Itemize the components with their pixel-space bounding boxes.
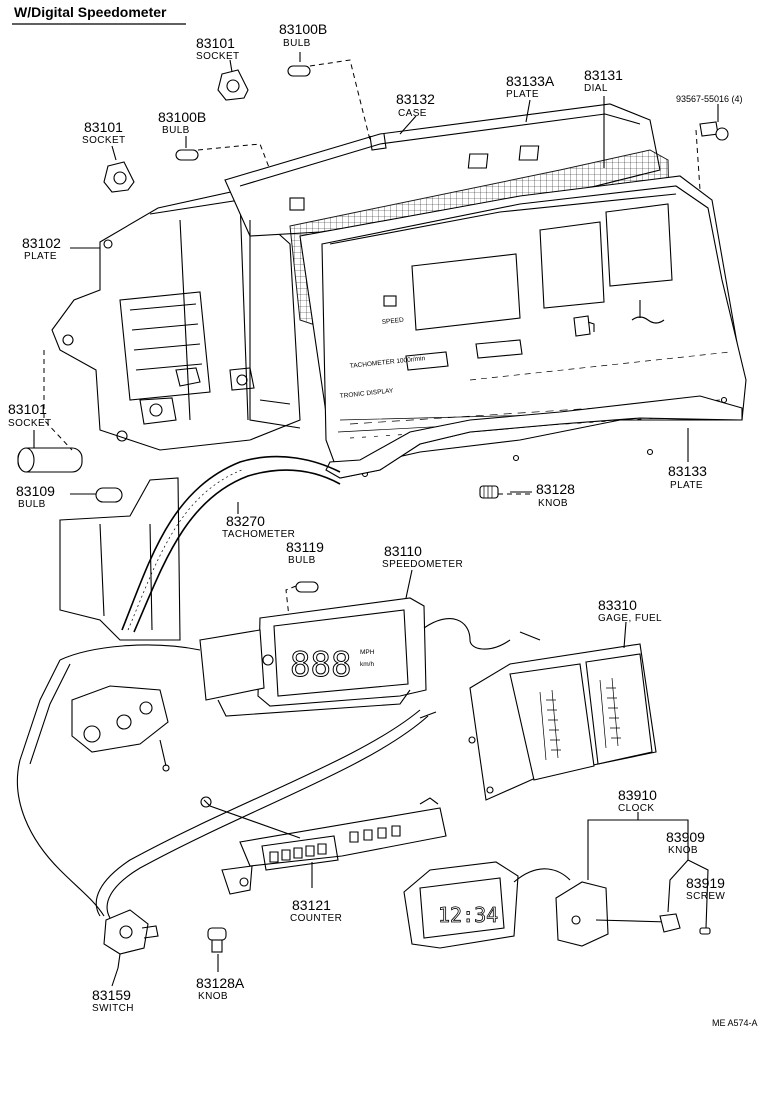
label-83310-number: 83310	[598, 597, 637, 613]
label-83910-number: 83910	[618, 787, 657, 803]
speedometer-digits: 888	[290, 645, 351, 685]
label-83121-number: 83121	[292, 897, 331, 913]
speed-window	[539, 221, 605, 309]
socket-low-drawing	[17, 447, 83, 473]
label-83101-top-number: 83101	[196, 35, 235, 51]
clock-digits: 12:34	[438, 903, 498, 927]
label-83909-name: KNOB	[668, 845, 698, 856]
label-83128-number: 83128	[536, 481, 575, 497]
label-83133-number: 83133	[668, 463, 707, 479]
label-83133-name: PLATE	[670, 480, 703, 491]
part-labels: 83100B BULB 83101 SOCKET 83101 SOCKET 83…	[8, 21, 758, 1028]
fuel-gage-drawing	[468, 643, 657, 801]
clock-drawing: 12:34	[403, 861, 711, 949]
label-83132-name: CASE	[398, 108, 427, 119]
speedometer-unit-mph: MPH	[360, 649, 375, 656]
label-83270-name: TACHOMETER	[222, 529, 295, 540]
label-83110-name: SPEEDOMETER	[382, 559, 463, 570]
knob-83128-drawing	[479, 485, 499, 499]
label-83132-number: 83132	[396, 91, 435, 107]
label-83310-name: GAGE, FUEL	[598, 613, 662, 624]
solid-leaders	[33, 52, 719, 987]
label-83131-number: 83131	[584, 67, 623, 83]
switch-drawing	[103, 909, 159, 969]
label-83909-number: 83909	[666, 829, 705, 845]
label-83919-number: 83919	[686, 875, 725, 891]
label-83100b-top-number: 83100B	[279, 21, 327, 37]
panel-speed-label: SPEED	[381, 317, 404, 326]
label-83133a-number: 83133A	[506, 73, 555, 89]
label-83119-number: 83119	[286, 539, 324, 555]
label-83121-name: COUNTER	[290, 913, 342, 924]
back-plate-drawing	[51, 189, 301, 451]
label-83910-name: CLOCK	[618, 803, 654, 814]
bulb-mid-drawing	[175, 149, 199, 161]
label-83919-name: SCREW	[686, 891, 725, 902]
label-83159-number: 83159	[92, 987, 131, 1003]
speedometer-drawing: 888 MPH km/h	[59, 597, 541, 919]
dashed-leaders	[43, 59, 701, 627]
label-83102-name: PLATE	[24, 251, 57, 262]
label-83109-number: 83109	[16, 483, 55, 499]
socket-top-drawing	[217, 69, 249, 101]
bulb-83109-drawing	[95, 487, 123, 503]
socket-left-drawing	[103, 161, 135, 193]
bulb-top-drawing	[287, 65, 311, 77]
gauge-window	[605, 203, 673, 287]
speedometer-unit-kmh: km/h	[360, 661, 374, 668]
screw-93567-drawing	[699, 121, 729, 141]
label-83101-top-name: SOCKET	[196, 51, 240, 62]
bulb-83119-drawing	[295, 581, 319, 593]
label-83101-low-name: SOCKET	[8, 418, 52, 429]
label-83110-number: 83110	[384, 543, 422, 559]
switch-harness-drawing	[16, 659, 437, 917]
label-83159-name: SWITCH	[92, 1003, 134, 1014]
label-83101-left-number: 83101	[84, 119, 123, 135]
counter-drawing	[200, 796, 447, 895]
label-83119-name: BULB	[288, 555, 316, 566]
label-83128a-name: KNOB	[198, 991, 228, 1002]
label-83131-name: DIAL	[584, 83, 608, 94]
label-83101-left-name: SOCKET	[82, 135, 126, 146]
lower-bracket-drawing	[59, 395, 743, 641]
label-83133a-name: PLATE	[506, 89, 539, 100]
label-83100b-mid-name: BULB	[162, 125, 190, 136]
diagram-reference-code: ME A574-A	[712, 1018, 758, 1028]
label-83109-name: BULB	[18, 499, 46, 510]
label-83100b-top-name: BULB	[283, 38, 311, 49]
label-83128a-number: 83128A	[196, 975, 245, 991]
label-83100b-mid-number: 83100B	[158, 109, 206, 125]
tacho-window	[411, 253, 521, 331]
label-83101-low-number: 83101	[8, 401, 47, 417]
label-83270-number: 83270	[226, 513, 265, 529]
tachometer-flex-drawing	[121, 455, 341, 633]
label-83128-name: KNOB	[538, 498, 568, 509]
knob-83128a-drawing	[207, 927, 227, 953]
diagram-title: W/Digital Speedometer	[14, 4, 167, 20]
label-93567-number: 93567-55016 (4)	[676, 94, 743, 104]
label-83102-number: 83102	[22, 235, 61, 251]
